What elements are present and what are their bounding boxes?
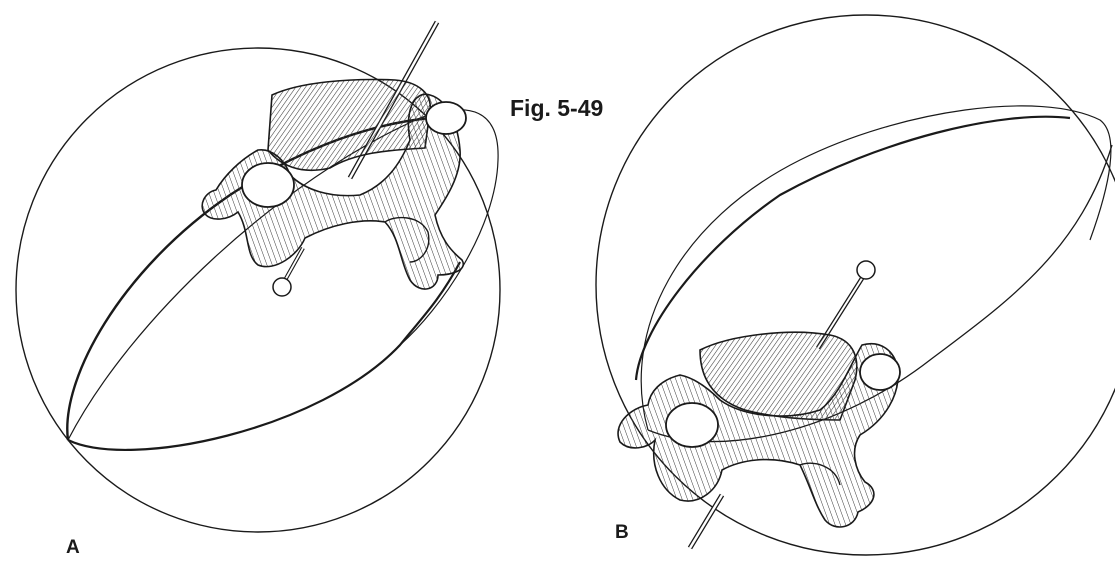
panel-b-ellipse-bold-arc bbox=[636, 117, 1070, 380]
panel-a-drawing bbox=[16, 22, 500, 532]
panel-a-axis-knob bbox=[273, 278, 291, 296]
panel-b-drawing bbox=[596, 15, 1115, 555]
panel-b-axis-knob bbox=[857, 261, 875, 279]
panel-b-label: B bbox=[615, 523, 629, 542]
panel-b-vertebra bbox=[618, 332, 900, 527]
panel-a-label: A bbox=[66, 538, 80, 557]
panel-a-vertebra bbox=[202, 80, 466, 290]
figure-caption: Fig. 5-49 bbox=[510, 97, 603, 120]
